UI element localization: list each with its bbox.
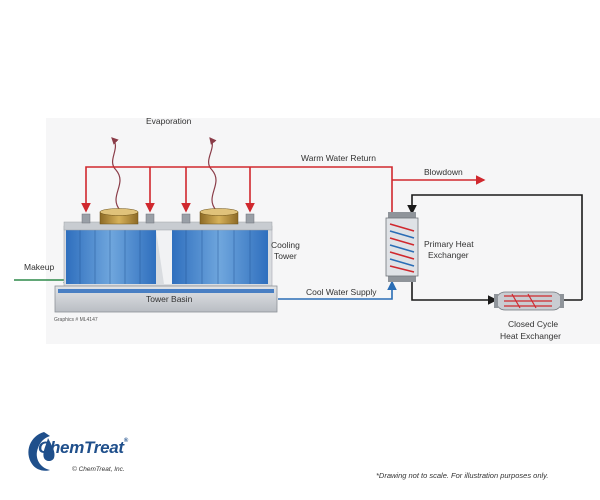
closed-cycle-label-line1: Closed Cycle [508,319,558,329]
closed-cycle-heat-exchanger [494,291,564,311]
blowdown-label: Blowdown [424,167,463,177]
closed-cycle-label-line2: Heat Exchanger [500,331,561,341]
makeup-label: Makeup [24,262,55,272]
cooling-tower-label-line1: Cooling [271,240,300,250]
cool-water-supply-label: Cool Water Supply [306,287,377,297]
chemtreat-logo-icon [28,432,55,471]
evaporation-label: Evaporation [146,116,192,126]
disclaimer-note: *Drawing not to scale. For illustration … [376,471,549,480]
warm-water-return-label: Warm Water Return [301,153,376,163]
tower-basin [54,285,278,313]
graphics-id-label: Graphics # ML4147 [54,317,98,323]
evaporation-wisps [111,137,217,211]
primary-heat-exchanger [385,212,419,282]
tower-basin-label: Tower Basin [146,294,193,304]
cool-water-supply-line [278,280,397,300]
cooling-tower-label-line2: Tower [274,251,297,261]
fan-stack-right [199,208,239,225]
warm-water-return-line [81,166,486,214]
cooling-tower [63,208,273,287]
brand-name: ChemTreat® [38,438,128,457]
primary-hx-label-line2: Exchanger [428,250,469,260]
closed-cycle-loop [407,194,583,305]
fan-stack-left [99,208,139,225]
primary-hx-label-line1: Primary Heat [424,239,474,249]
copyright-notice: © ChemTreat, Inc. [72,466,125,473]
